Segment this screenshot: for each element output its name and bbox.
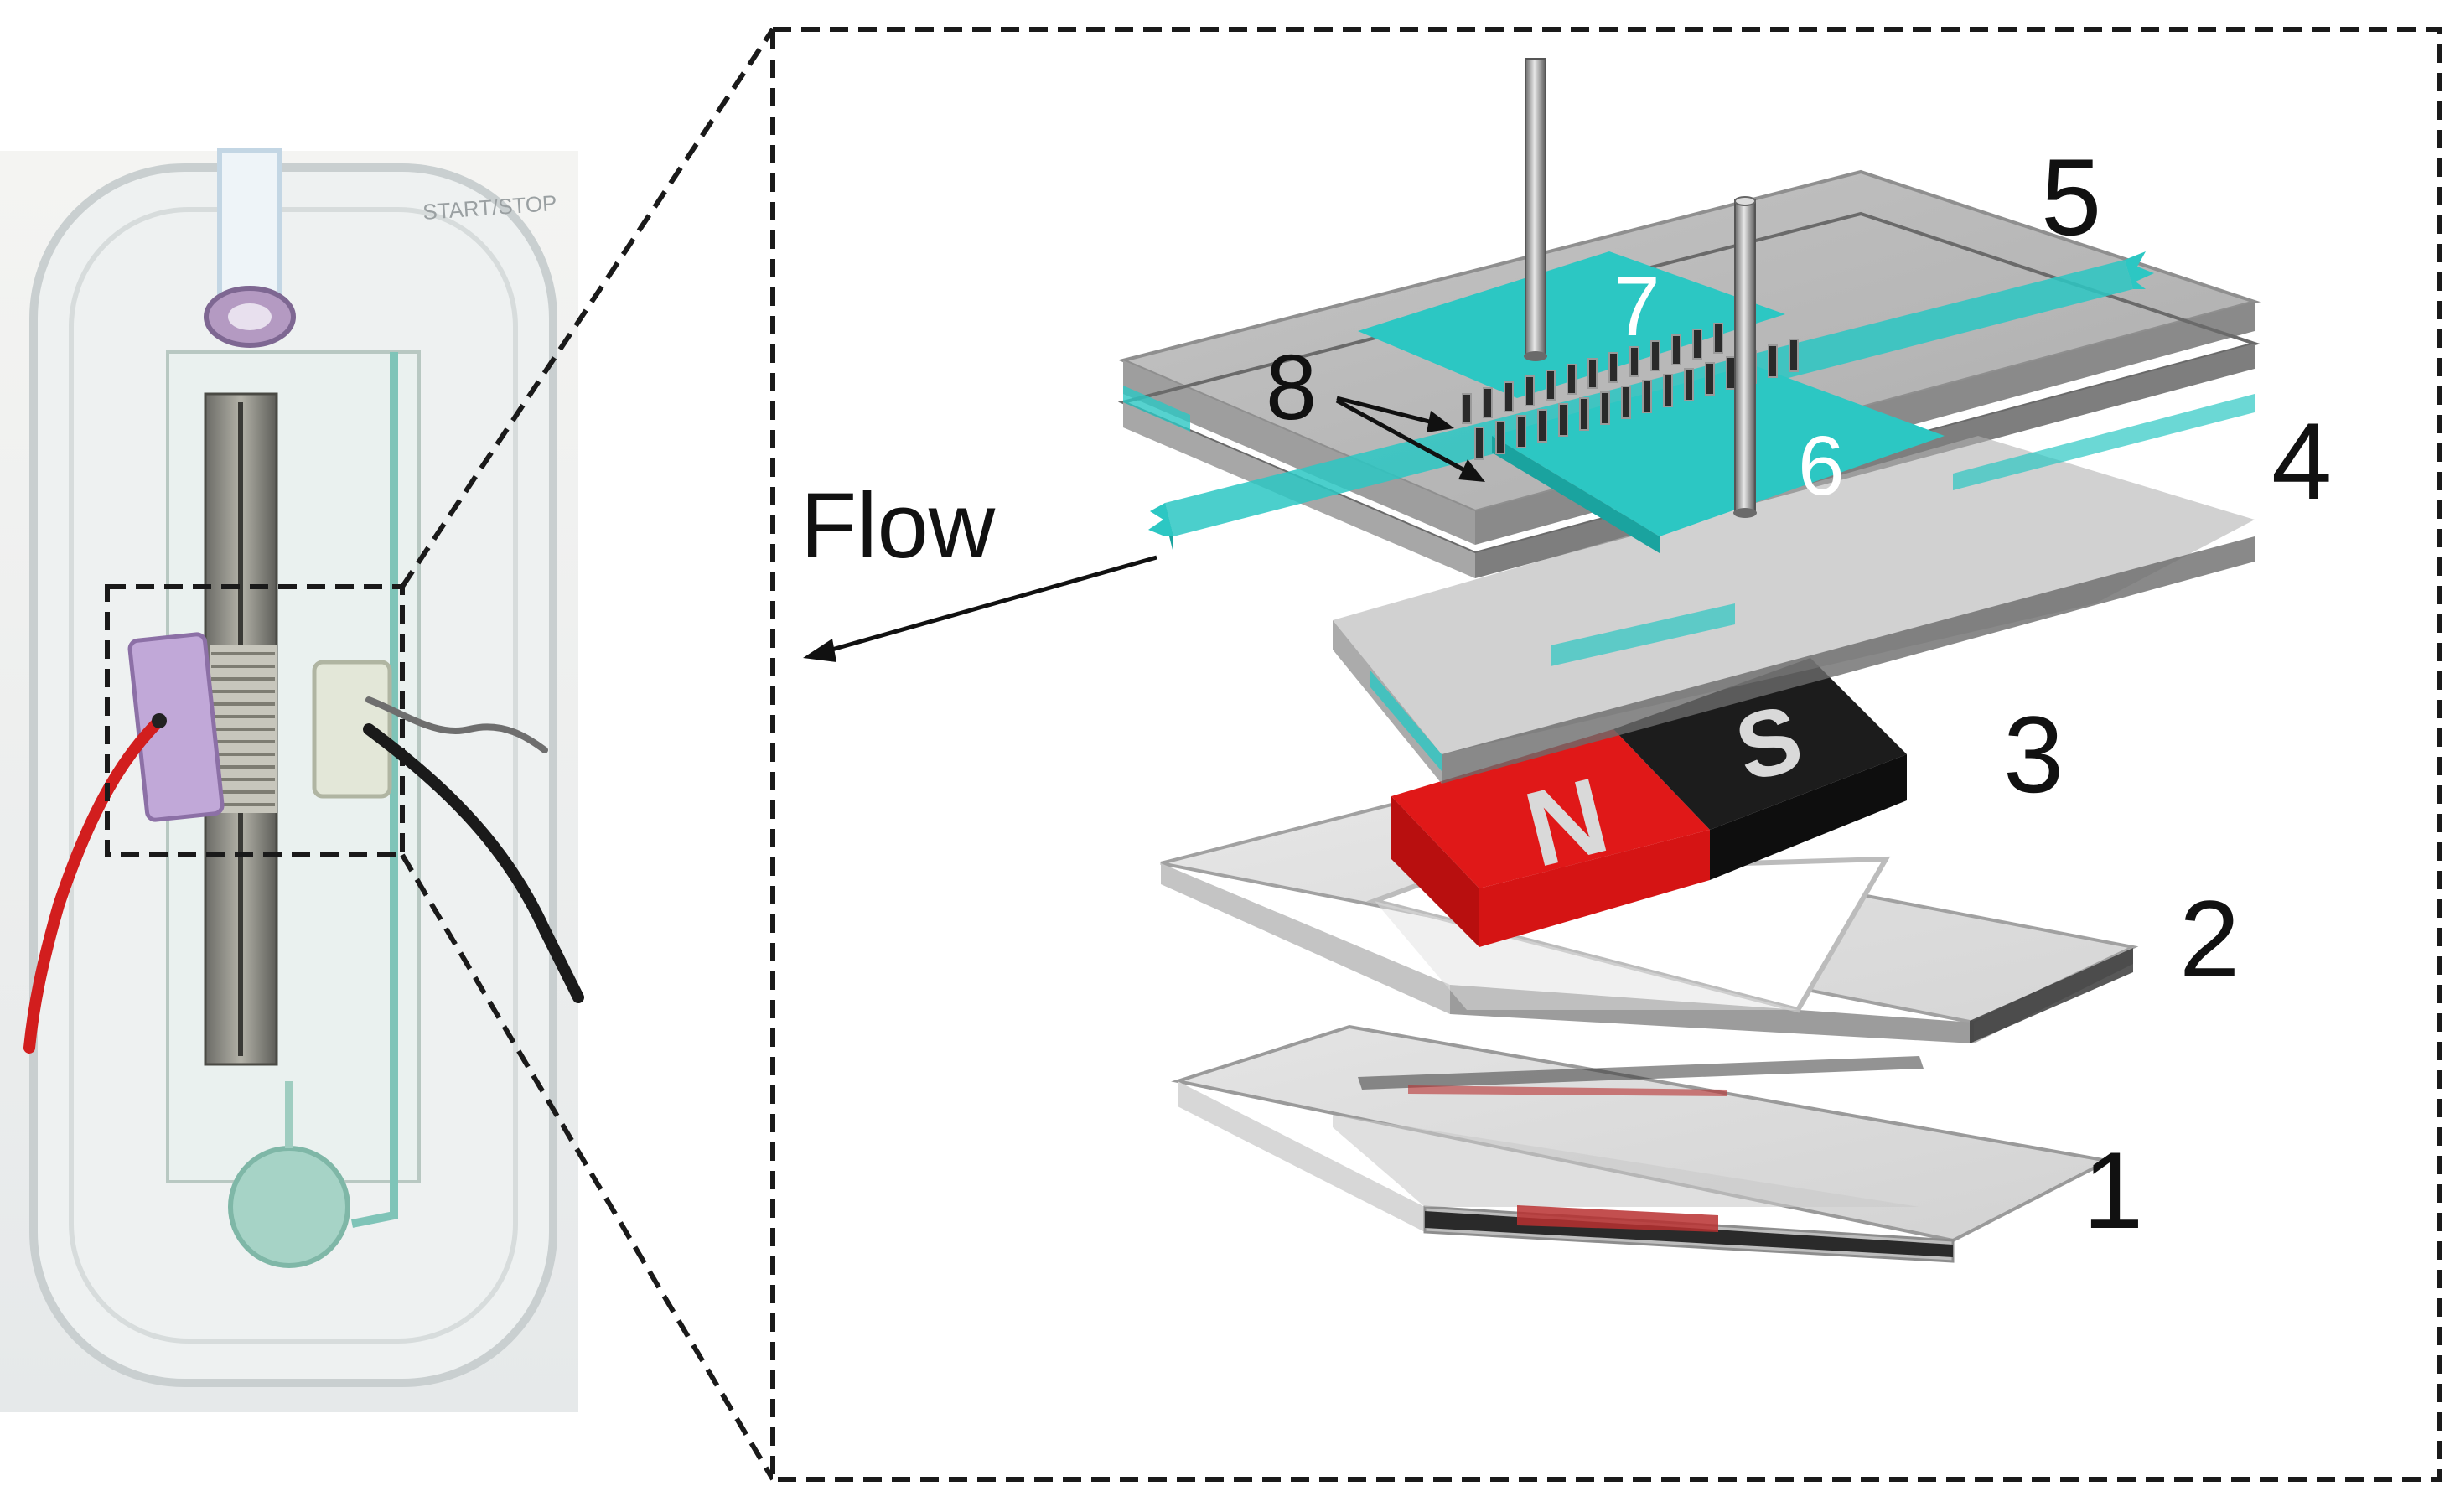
label-8-arrows [1335,396,1485,482]
magnet-north-top [1391,729,1710,888]
label-3: 3 [2003,693,2064,816]
flow-label: Flow [800,474,996,577]
magnet-south-top [1613,658,1907,830]
device-photo: START/STOP [0,148,584,1412]
label-6: 6 [1798,419,1845,513]
magnet-north-front [1391,796,1479,947]
flow-arrow [803,555,1157,662]
outlet-port [228,1146,350,1268]
grey-wire [365,696,548,753]
layer-1-glass-slide [1171,1024,2114,1263]
electrode-7 [1358,251,1785,398]
outlet-channel [351,352,398,1228]
black-wire [363,723,584,1003]
label-1: 1 [2083,1129,2143,1251]
label-4: 4 [2271,400,2332,522]
label-8: 8 [1266,336,1317,439]
needle-electrode-7 [1525,58,1546,357]
needle-electrode-6 [1734,199,1756,515]
red-wire [23,715,165,1054]
comb-electrode [210,645,277,813]
label-5: 5 [2041,136,2101,258]
layer-4-chip [1117,58,2261,784]
layer-3-magnet: N S [1391,658,1907,947]
label-2: 2 [2179,878,2240,1000]
zoom-connector-bottom [400,853,775,1481]
label-7: 7 [1613,260,1660,354]
zoom-connector-top [400,28,775,588]
zoom-region-box [105,584,405,857]
left-contact-pad [127,632,225,822]
right-contact-pad [312,660,392,799]
